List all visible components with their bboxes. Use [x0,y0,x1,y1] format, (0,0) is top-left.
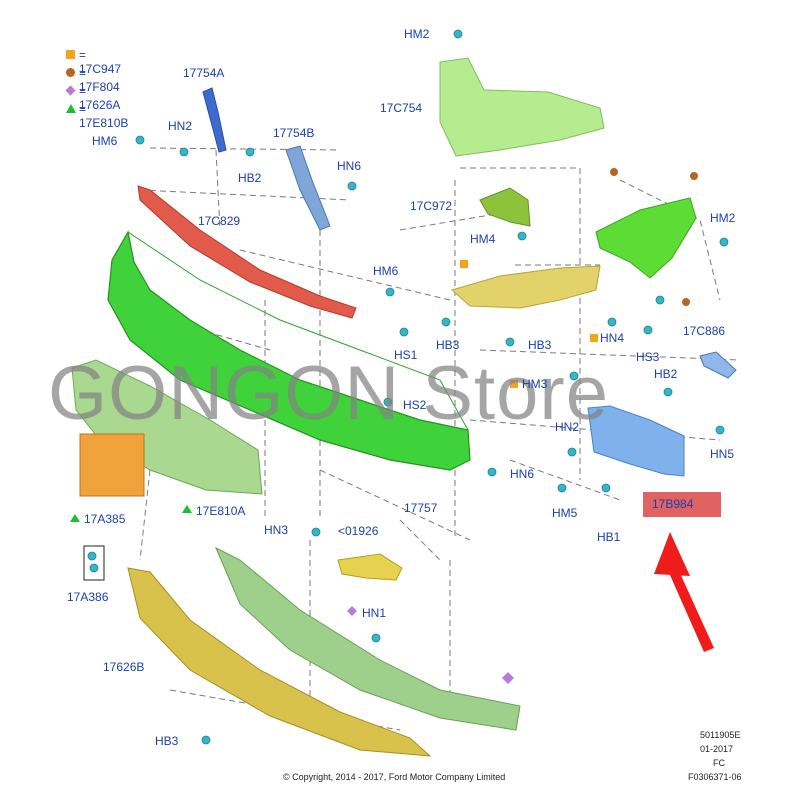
label-hm4: HM4 [470,232,496,246]
part-17c972 [479,187,531,227]
part-right-bracket [595,197,697,279]
label-hm3: HM3 [522,377,548,391]
part-17c886 [699,351,737,379]
circle-icon [66,68,75,77]
part-01926 [337,553,403,581]
part-shield-upper [450,265,601,309]
doc-region: FC [713,758,725,768]
highlight-17b984: 17B984 [643,492,721,517]
label-hn5: HN5 [710,447,735,461]
red-arrow-icon [654,532,714,652]
label-hm6: HM6 [373,264,399,278]
label-17e810a: 17E810A [196,504,246,518]
label-hn1: HN1 [362,606,387,620]
label-17754a: 17754A [183,66,225,80]
label-hb3: HB3 [528,338,552,352]
label-hm2: HM2 [404,27,430,41]
marker-circle [690,172,698,180]
doc-figure-id: F0306371-06 [688,772,742,782]
label-hn4: HN4 [600,331,625,345]
label-hb3: HB3 [155,734,179,748]
label-17a385: 17A385 [84,512,126,526]
label-hb1: HB1 [597,530,621,544]
copyright-text: © Copyright, 2014 - 2017, Ford Motor Com… [283,772,506,782]
label-hb2: HB2 [654,367,678,381]
label-17c754: 17C754 [380,101,423,115]
marker-square [590,334,598,342]
label-17754b: 17754B [273,126,315,140]
marker-square [460,260,468,268]
part-17757 [107,230,471,471]
label-hn6: HN6 [337,159,362,173]
fastener-clip-icon [87,29,729,745]
label-17c829: 17C829 [198,214,241,228]
label-01926: <01926 [338,524,379,538]
marker-triangle [70,514,80,522]
label-hb3: HB3 [436,338,460,352]
marker-triangle [182,505,192,513]
marker-diamond [502,672,514,684]
part-17c829 [137,185,357,319]
label-hb2: HB2 [238,171,262,185]
part-lower-valance [215,546,521,731]
label-17c972: 17C972 [410,199,453,213]
marker-square [510,380,518,388]
doc-date: 01-2017 [700,744,734,754]
label-hs3: HS3 [636,350,660,364]
part-17754b [285,145,331,231]
label-hn2: HN2 [555,420,580,434]
part-17626b [127,567,432,757]
square-icon [66,50,75,59]
label-hn6: HN6 [510,467,535,481]
marker-circle [682,298,690,306]
label-17c886: 17C886 [683,324,726,338]
label-hn2: HN2 [168,119,193,133]
label-17a386: 17A386 [67,590,109,604]
label-17626b: 17626B [103,660,145,674]
label-hs1: HS1 [394,348,418,362]
bumper-top-edge [127,231,469,431]
part-17a385 [79,433,145,497]
part-17a386-box [83,545,105,581]
label-hn3: HN3 [264,523,289,537]
label-hs2: HS2 [403,398,427,412]
part-17e810a [71,359,263,495]
label-17757: 17757 [404,501,438,515]
label-hm2: HM2 [710,211,736,225]
doc-code: 5011905E [700,730,741,740]
label-hm6: HM6 [92,134,118,148]
part-17754a [202,87,227,153]
part-17c754 [439,57,605,157]
triangle-icon [66,104,76,113]
watermark: GONGON Store [48,351,609,436]
marker-diamond [347,606,357,616]
label-hm5: HM5 [552,506,578,520]
part-17b984 [587,405,685,477]
marker-circle [610,168,618,176]
